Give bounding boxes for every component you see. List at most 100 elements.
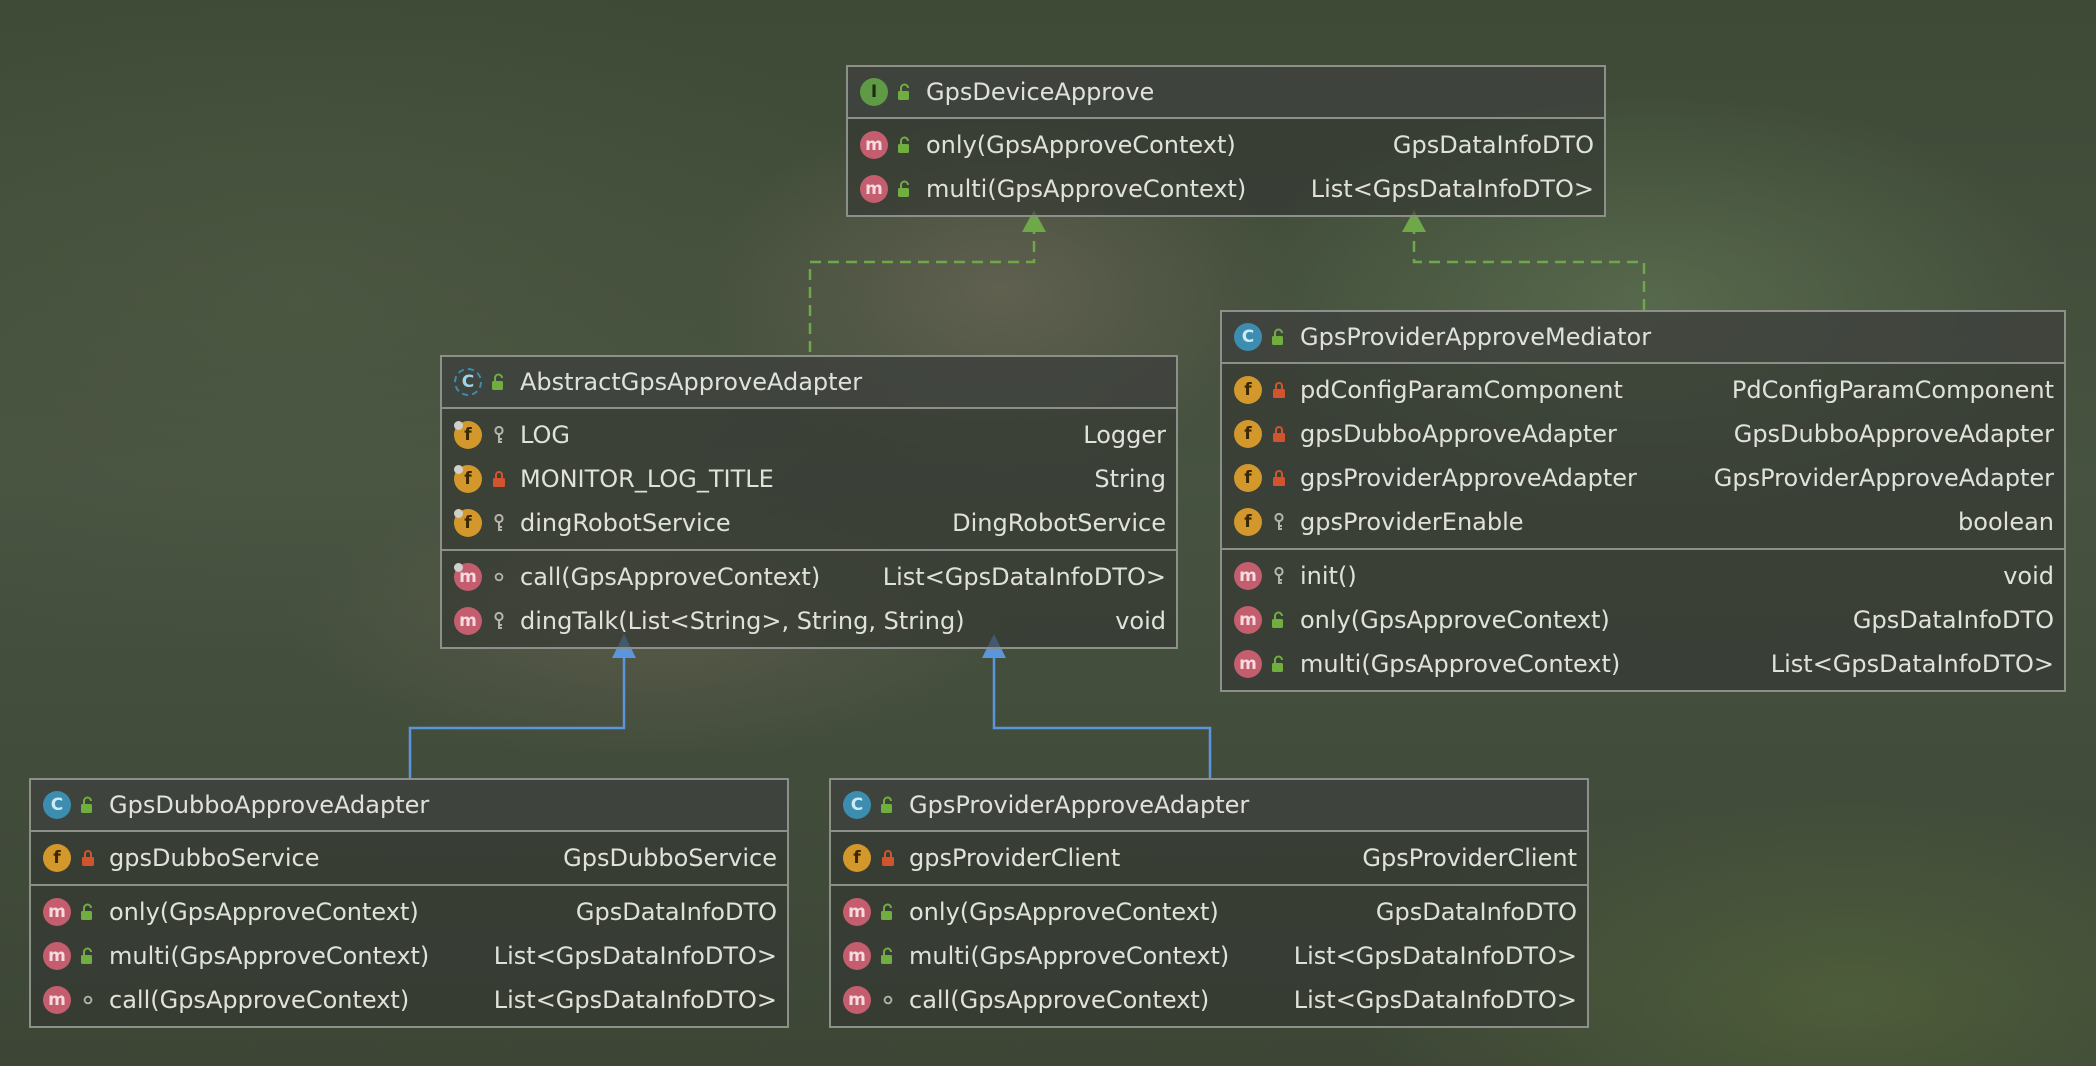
fields-section: f gpsProviderClient GpsProviderClient xyxy=(831,832,1587,884)
abstract-class-icon: C xyxy=(454,368,482,396)
class-box-gps-provider-approve-adapter[interactable]: C GpsProviderApproveAdapter f gpsProviderCl… xyxy=(829,778,1589,1028)
method-icon: m xyxy=(843,898,871,926)
method-icon: m xyxy=(454,563,482,591)
inheritance-edge-provider-to-abstract xyxy=(982,634,1212,778)
class-header[interactable]: I GpsDeviceApprove xyxy=(848,67,1604,119)
field-name: gpsDubboApproveAdapter xyxy=(1300,420,1617,448)
public-unlock-icon xyxy=(898,180,909,197)
public-unlock-icon xyxy=(881,796,892,813)
field-icon: f xyxy=(1234,508,1262,536)
return-type: List<GpsDataInfoDTO> xyxy=(1310,175,1594,203)
protected-key-icon xyxy=(1274,512,1284,530)
inheritance-line xyxy=(992,656,1212,778)
field-type: GpsDubboApproveAdapter xyxy=(1733,420,2054,448)
field-row[interactable]: f gpsDubboApproveAdapter GpsDubboApproveAd… xyxy=(1222,412,2064,456)
public-unlock-icon xyxy=(81,903,92,920)
field-name: pdConfigParamComponent xyxy=(1300,376,1623,404)
field-name: gpsProviderApproveAdapter xyxy=(1300,464,1637,492)
field-name: gpsProviderEnable xyxy=(1300,508,1524,536)
field-name: LOG xyxy=(520,421,571,449)
class-icon: C xyxy=(843,791,871,819)
protected-key-icon xyxy=(494,611,504,629)
field-type: GpsProviderClient xyxy=(1362,844,1577,872)
public-unlock-icon xyxy=(898,136,909,153)
realization-edge-mediator-to-interface xyxy=(1402,210,1646,310)
method-signature: call(GpsApproveContext) xyxy=(109,986,410,1014)
realization-line xyxy=(808,230,1036,352)
field-name: MONITOR_LOG_TITLE xyxy=(520,465,774,493)
field-type: PdConfigParamComponent xyxy=(1731,376,2054,404)
method-icon: m xyxy=(860,131,888,159)
field-type: GpsDubboService xyxy=(563,844,777,872)
field-icon: f xyxy=(454,421,482,449)
field-row[interactable]: f gpsProviderClient GpsProviderClient xyxy=(831,836,1587,880)
return-type: List<GpsDataInfoDTO> xyxy=(493,986,777,1014)
public-unlock-icon xyxy=(881,903,892,920)
method-signature: only(GpsApproveContext) xyxy=(909,898,1219,926)
public-unlock-icon xyxy=(81,796,92,813)
class-icon: C xyxy=(43,791,71,819)
class-header[interactable]: C GpsProviderApproveAdapter xyxy=(831,780,1587,832)
public-unlock-icon xyxy=(1272,611,1283,628)
method-row[interactable]: m only(GpsApproveContext) GpsDataInfoDTO xyxy=(831,890,1587,934)
public-unlock-icon xyxy=(898,83,909,100)
field-name: gpsProviderClient xyxy=(909,844,1121,872)
package-private-icon xyxy=(883,995,893,1005)
return-type: void xyxy=(2003,562,2054,590)
public-unlock-icon xyxy=(1272,655,1283,672)
public-unlock-icon xyxy=(1272,328,1283,345)
class-name: GpsDeviceApprove xyxy=(926,78,1155,106)
method-signature: multi(GpsApproveContext) xyxy=(909,942,1230,970)
interface-icon: I xyxy=(860,78,888,106)
method-signature: only(GpsApproveContext) xyxy=(109,898,419,926)
return-type: GpsDataInfoDTO xyxy=(1375,898,1577,926)
field-icon: f xyxy=(454,509,482,537)
method-signature: multi(GpsApproveContext) xyxy=(1300,650,1621,678)
field-type: String xyxy=(1094,465,1166,493)
protected-key-icon xyxy=(1274,566,1284,584)
class-name: GpsProviderApproveAdapter xyxy=(909,791,1250,819)
protected-key-icon xyxy=(494,513,504,531)
realization-arrowhead xyxy=(1022,210,1046,232)
class-name: GpsProviderApproveMediator xyxy=(1300,323,1652,351)
return-type: List<GpsDataInfoDTO> xyxy=(1770,650,2054,678)
return-type: List<GpsDataInfoDTO> xyxy=(493,942,777,970)
field-icon: f xyxy=(1234,420,1262,448)
protected-key-icon xyxy=(494,425,504,443)
method-signature: multi(GpsApproveContext) xyxy=(926,175,1247,203)
field-icon: f xyxy=(843,844,871,872)
method-icon: m xyxy=(43,898,71,926)
method-signature: init() xyxy=(1300,562,1357,590)
